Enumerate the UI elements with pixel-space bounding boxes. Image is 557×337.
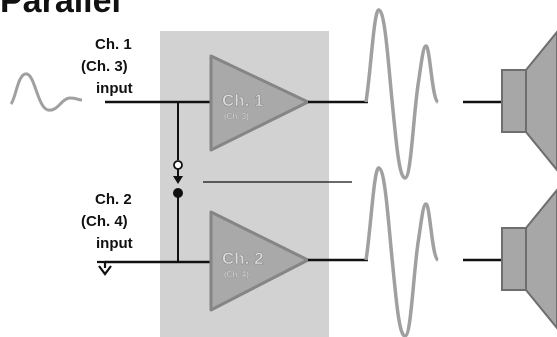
input-1-label-line3: input xyxy=(96,80,133,97)
speaker-2-cone-icon xyxy=(525,188,557,330)
input-2-label-line1: Ch. 2 xyxy=(95,191,132,208)
input-1-label-line2: (Ch. 3) xyxy=(81,58,128,75)
input-2-label-line3: input xyxy=(96,235,133,252)
input-2-arrow-icon xyxy=(97,260,112,276)
input-2-label-line2: (Ch. 4) xyxy=(81,213,128,230)
link-switch-open-contact xyxy=(173,160,183,170)
output-2-waveform xyxy=(364,166,440,337)
output-1-waveform xyxy=(364,8,440,180)
amplifier-1-triangle xyxy=(209,54,310,152)
input-1-label-line1: Ch. 1 xyxy=(95,36,132,53)
amplifier-1-label: Ch. 1 xyxy=(222,91,264,110)
amplifier-2-sublabel: (Ch. 4) xyxy=(224,270,249,279)
diagram-title: Parallel xyxy=(0,0,121,20)
amplifier-2-triangle xyxy=(209,210,310,312)
link-switch-arrow-icon xyxy=(173,176,183,184)
amplifier-2-label: Ch. 2 xyxy=(222,249,264,268)
speaker-1-magnet xyxy=(501,69,527,133)
speaker-2-magnet xyxy=(501,227,527,291)
speaker-1-cone-icon xyxy=(525,30,557,172)
input-waveform xyxy=(9,72,83,112)
amplifier-1-sublabel: (Ch. 3) xyxy=(224,112,249,121)
